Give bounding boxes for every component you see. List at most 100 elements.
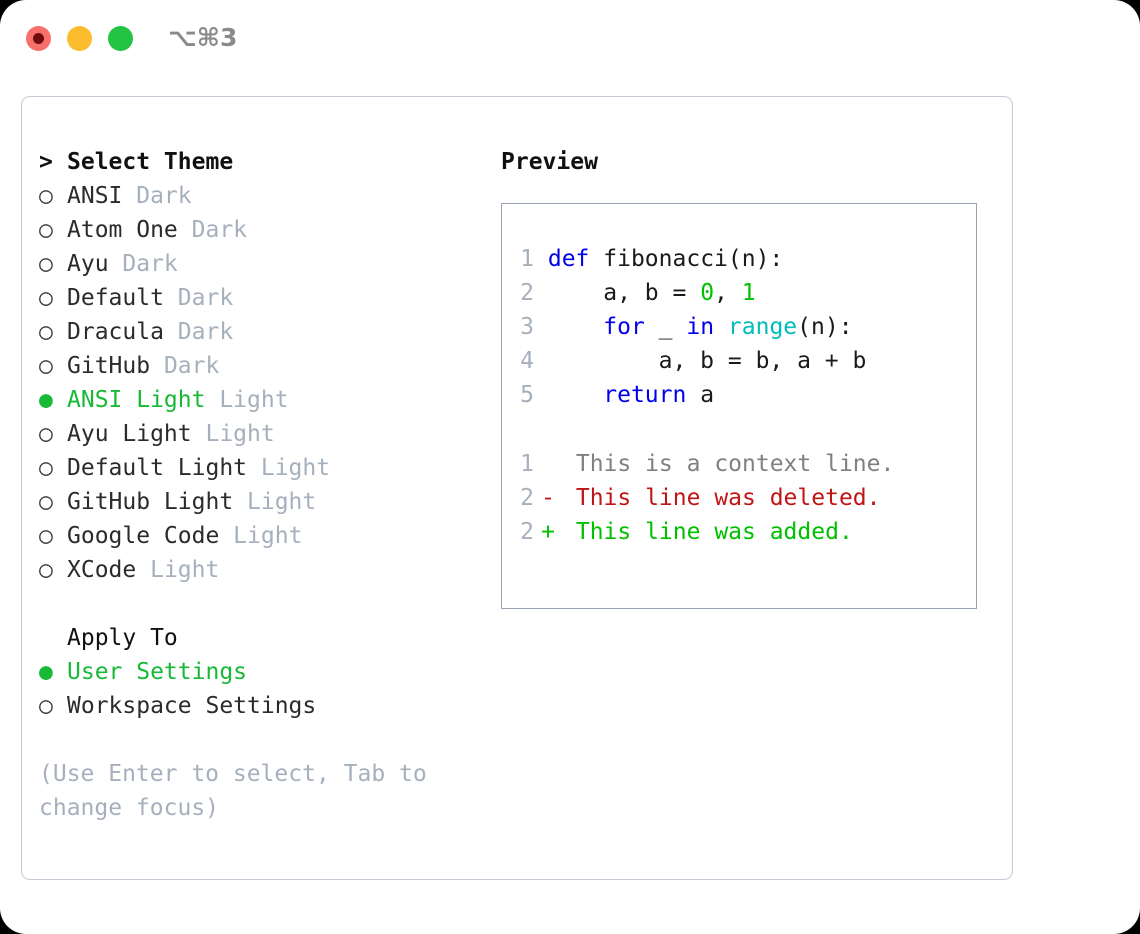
diff-line: 2- This line was deleted. xyxy=(518,481,894,515)
theme-list-item[interactable]: ○ Default Light Light xyxy=(39,451,479,485)
section-spacer xyxy=(39,587,479,621)
preview-title: Preview xyxy=(501,149,598,175)
apply-to-label: Apply To xyxy=(67,625,178,651)
radio-unselected-icon: ○ xyxy=(39,217,53,243)
apply-to-option-list: ● User Settings ○Workspace Settings xyxy=(39,655,479,723)
theme-kind-badge: Dark xyxy=(108,251,178,277)
radio-unselected-icon: ○ xyxy=(39,455,53,481)
keyboard-hint-text: (Use Enter to select, Tab to change focu… xyxy=(39,761,427,821)
line-number: 2 xyxy=(520,519,534,545)
code-token xyxy=(548,314,603,340)
theme-list: ○ANSI Dark○Atom One Dark○Ayu Dark○Defaul… xyxy=(39,179,479,587)
code-token: a xyxy=(686,382,715,408)
diff-sample: 1 This is a context line.2- This line wa… xyxy=(518,447,894,549)
close-window-button[interactable] xyxy=(26,26,51,51)
code-line: 3 for _ in range(n): xyxy=(518,310,866,344)
theme-list-item[interactable]: ○GitHub Light Light xyxy=(39,485,479,519)
page-title: Select Theme xyxy=(67,149,234,175)
theme-list-item[interactable]: ○Ayu Dark xyxy=(39,247,479,281)
preview-panel: Preview 1 def fibonacci(n):2 a, b = 0, 1… xyxy=(501,145,991,609)
theme-kind-badge: Dark xyxy=(163,285,234,311)
theme-kind-badge: Dark xyxy=(163,319,234,345)
theme-list-item[interactable]: ○ Google Code Light xyxy=(39,519,479,553)
settings-card: >Select Theme ○ANSI Dark○Atom One Dark○A… xyxy=(21,96,1013,880)
theme-list-item[interactable]: ○Ayu Light Light xyxy=(39,417,479,451)
theme-picker-header: > Select Theme xyxy=(39,145,479,179)
line-number: 4 xyxy=(520,348,534,374)
theme-name: Dracula xyxy=(67,319,164,345)
theme-name: XCode xyxy=(67,557,137,583)
theme-kind-badge: Dark xyxy=(122,183,192,209)
theme-kind-badge: Light xyxy=(247,455,331,481)
theme-kind-badge: Light xyxy=(219,523,303,549)
radio-unselected-icon: ○ xyxy=(39,183,53,209)
theme-picker-panel: >Select Theme ○ANSI Dark○Atom One Dark○A… xyxy=(39,145,479,825)
radio-unselected-icon: ○ xyxy=(39,523,53,549)
theme-name: ANSI Light xyxy=(67,387,206,413)
theme-name: Default xyxy=(67,285,164,311)
diff-line: 2+ This line was added. xyxy=(518,515,894,549)
diff-marker: - xyxy=(541,485,555,511)
theme-list-item[interactable]: ○ XCode Light xyxy=(39,553,479,587)
apply-to-section-header: Apply To xyxy=(39,621,479,655)
code-token: _ xyxy=(644,314,687,340)
theme-kind-badge: Light xyxy=(136,557,220,583)
code-token: , xyxy=(714,280,742,306)
theme-list-item[interactable]: ○Dracula Dark xyxy=(39,315,479,349)
maximize-window-button[interactable] xyxy=(108,26,133,51)
radio-unselected-icon: ○ xyxy=(39,693,53,719)
theme-name: Default Light xyxy=(67,455,248,481)
theme-list-item[interactable]: ○ ANSI Dark xyxy=(39,179,479,213)
theme-name: ANSI xyxy=(67,183,123,209)
line-number: 2 xyxy=(520,280,534,306)
code-token: for xyxy=(603,314,645,340)
apply-to-option[interactable]: ● User Settings xyxy=(39,655,479,689)
code-token: a, b = b, a + b xyxy=(547,348,867,374)
line-number: 1 xyxy=(520,246,534,272)
radio-selected-icon: ● xyxy=(39,659,53,685)
code-token xyxy=(548,382,603,408)
line-number: 1 xyxy=(520,451,534,477)
code-token: 0 xyxy=(700,280,715,306)
code-token: return xyxy=(603,382,687,408)
title-bar: ⌥⌘3 xyxy=(0,0,1140,76)
theme-kind-badge: Light xyxy=(205,387,289,413)
caret-icon: > xyxy=(39,149,53,175)
radio-unselected-icon: ○ xyxy=(39,285,53,311)
line-number: 5 xyxy=(520,382,534,408)
close-icon xyxy=(33,33,44,44)
theme-name: GitHub xyxy=(67,353,151,379)
keyboard-shortcut-label: ⌥⌘3 xyxy=(168,23,238,52)
radio-unselected-icon: ○ xyxy=(39,557,53,583)
code-token: fibonacci(n): xyxy=(603,246,784,272)
code-line: 5 return a xyxy=(518,378,866,412)
code-token: a, b = xyxy=(547,280,701,306)
theme-list-item[interactable]: ○GitHub Dark xyxy=(39,349,479,383)
code-token: 1 xyxy=(741,280,756,306)
apply-to-option[interactable]: ○Workspace Settings xyxy=(39,689,479,723)
apply-to-option-label: User Settings xyxy=(67,659,248,685)
code-line: 2 a, b = 0, 1 xyxy=(518,276,866,310)
diff-line: 1 This is a context line. xyxy=(518,447,894,481)
theme-list-item[interactable]: ○Atom One Dark xyxy=(39,213,479,247)
theme-list-item[interactable]: ○ Default Dark xyxy=(39,281,479,315)
diff-text: This is a context line. xyxy=(562,451,895,477)
code-token: in xyxy=(686,314,715,340)
diff-text: This line was deleted. xyxy=(562,485,881,511)
radio-unselected-icon: ○ xyxy=(39,251,53,277)
theme-name: GitHub Light xyxy=(67,489,234,515)
code-token: range xyxy=(727,314,798,340)
radio-unselected-icon: ○ xyxy=(39,489,53,515)
minimize-window-button[interactable] xyxy=(67,26,92,51)
line-number: 2 xyxy=(520,485,534,511)
diff-marker xyxy=(534,447,562,481)
diff-marker: + xyxy=(541,519,555,545)
code-line: 1 def fibonacci(n): xyxy=(518,242,866,276)
code-token xyxy=(714,314,728,340)
theme-name: Google Code xyxy=(67,523,220,549)
code-token xyxy=(589,246,603,272)
radio-unselected-icon: ○ xyxy=(39,421,53,447)
theme-list-item[interactable]: ●ANSI Light Light xyxy=(39,383,479,417)
theme-name: Ayu Light xyxy=(67,421,192,447)
